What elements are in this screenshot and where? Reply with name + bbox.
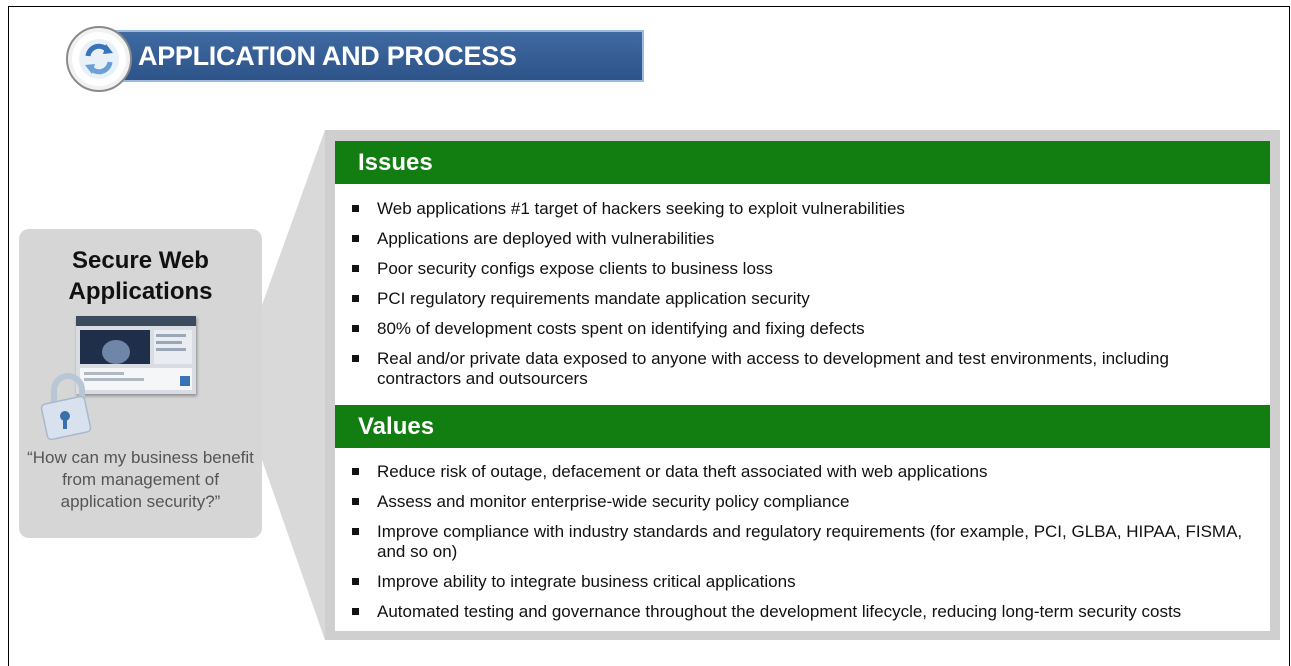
callout-title-line2: Applications <box>68 278 213 305</box>
website-screenshot-image <box>76 316 196 394</box>
list-item: Real and/or private data exposed to anyo… <box>335 349 1255 389</box>
list-item-text: Reduce risk of outage, defacement or dat… <box>377 462 988 481</box>
list-item-text: Automated testing and governance through… <box>377 602 1182 621</box>
bullet-icon <box>352 295 359 302</box>
list-item-text: Poor security configs expose clients to … <box>377 259 773 278</box>
bullet-icon <box>352 265 359 272</box>
values-list: Reduce risk of outage, defacement or dat… <box>335 462 1255 632</box>
list-item-text: 80% of development costs spent on identi… <box>377 319 865 338</box>
bullet-icon <box>352 528 359 535</box>
list-item-text: PCI regulatory requirements mandate appl… <box>377 289 810 308</box>
list-item: Improve compliance with industry standar… <box>335 522 1255 562</box>
values-heading: Values <box>335 405 1270 448</box>
callout-quote: “How can my business benefit from manage… <box>27 448 254 511</box>
list-item: Reduce risk of outage, defacement or dat… <box>335 462 1255 482</box>
refresh-cycle-icon <box>66 26 132 92</box>
bullet-icon <box>352 355 359 362</box>
issues-list: Web applications #1 target of hackers se… <box>335 199 1255 399</box>
list-item: PCI regulatory requirements mandate appl… <box>335 289 1255 309</box>
list-item-text: Improve compliance with industry standar… <box>377 522 1243 561</box>
list-item: Assess and monitor enterprise-wide secur… <box>335 492 1255 512</box>
callout-title: Secure Web Applications <box>19 245 262 307</box>
bullet-icon <box>352 235 359 242</box>
list-item: 80% of development costs spent on identi… <box>335 319 1255 339</box>
issues-heading: Issues <box>335 141 1270 184</box>
bullet-icon <box>352 498 359 505</box>
list-item: Web applications #1 target of hackers se… <box>335 199 1255 219</box>
list-item: Improve ability to integrate business cr… <box>335 572 1255 592</box>
list-item-text: Web applications #1 target of hackers se… <box>377 199 905 218</box>
bullet-icon <box>352 468 359 475</box>
list-item-text: Assess and monitor enterprise-wide secur… <box>377 492 850 511</box>
callout-title-line1: Secure Web <box>72 247 209 274</box>
bullet-icon <box>352 578 359 585</box>
page-frame <box>8 6 1290 666</box>
list-item-text: Improve ability to integrate business cr… <box>377 572 796 591</box>
list-item: Automated testing and governance through… <box>335 602 1255 622</box>
bullet-icon <box>352 205 359 212</box>
bullet-icon <box>352 608 359 615</box>
bullet-icon <box>352 325 359 332</box>
list-item-text: Applications are deployed with vulnerabi… <box>377 229 715 248</box>
list-item-text: Real and/or private data exposed to anyo… <box>377 349 1169 388</box>
content-panel-inner <box>335 141 1270 631</box>
padlock-icon <box>40 373 92 440</box>
list-item: Applications are deployed with vulnerabi… <box>335 229 1255 249</box>
list-item: Poor security configs expose clients to … <box>335 259 1255 279</box>
page-title: APPLICATION AND PROCESS <box>138 41 517 71</box>
